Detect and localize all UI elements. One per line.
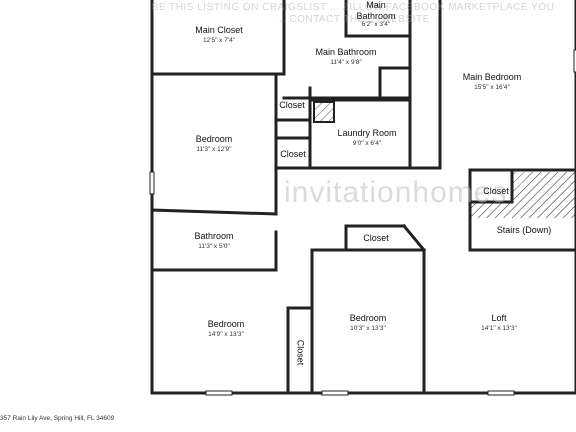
room-dimensions: 11'3" x 5'0" bbox=[198, 243, 230, 250]
room-dimensions: 6'2" x 3'4" bbox=[361, 21, 391, 28]
laundry-hatch bbox=[313, 101, 335, 123]
room-name: Closet bbox=[279, 100, 305, 110]
room-dimensions: 14'1" x 13'3" bbox=[481, 325, 517, 332]
room-dimensions: 14'9" x 13'3" bbox=[208, 331, 244, 338]
room-name: Main Closet bbox=[195, 25, 243, 35]
room-dimensions: 10'3" x 13'3" bbox=[350, 325, 386, 332]
room-name: Main Bathroom bbox=[356, 0, 396, 21]
room-name: Closet bbox=[363, 233, 389, 243]
room-name: Loft bbox=[491, 313, 507, 323]
room-name: Stairs (Down) bbox=[496, 225, 552, 235]
room-name: Bathroom bbox=[194, 231, 234, 241]
walls bbox=[150, 0, 576, 395]
watermark-text: BE THIS LISTING ON CRAIGSLIST ... ZILLOW… bbox=[151, 2, 555, 25]
stairs-hatch bbox=[470, 172, 576, 250]
room-dimensions: 9'0" x 6'4" bbox=[352, 140, 382, 147]
room-dimensions: 11'4" x 9'8" bbox=[330, 59, 362, 66]
brand-watermark: invitationhomes bbox=[284, 176, 508, 209]
room-name: Closet bbox=[280, 149, 306, 159]
room-name: Closet bbox=[295, 339, 306, 366]
room-name: Laundry Room bbox=[337, 128, 397, 138]
room-dimensions: 15'5" x 16'4" bbox=[474, 84, 510, 91]
room-name: Bedroom bbox=[349, 313, 387, 323]
property-address: 357 Rain Lily Ave, Spring Hill, FL 34609 bbox=[0, 415, 115, 422]
window-marks bbox=[149, 49, 576, 396]
room-name: Bedroom bbox=[207, 319, 245, 329]
room-name: Bedroom bbox=[195, 134, 233, 144]
room-dimensions: 12'5" x 7'4" bbox=[202, 37, 236, 44]
room-dimensions: 11'3" x 12'9" bbox=[196, 146, 232, 153]
room-name: Closet bbox=[483, 186, 509, 196]
room-name: Main Bathroom bbox=[315, 47, 377, 57]
room-name: Main Bedroom bbox=[462, 72, 522, 82]
